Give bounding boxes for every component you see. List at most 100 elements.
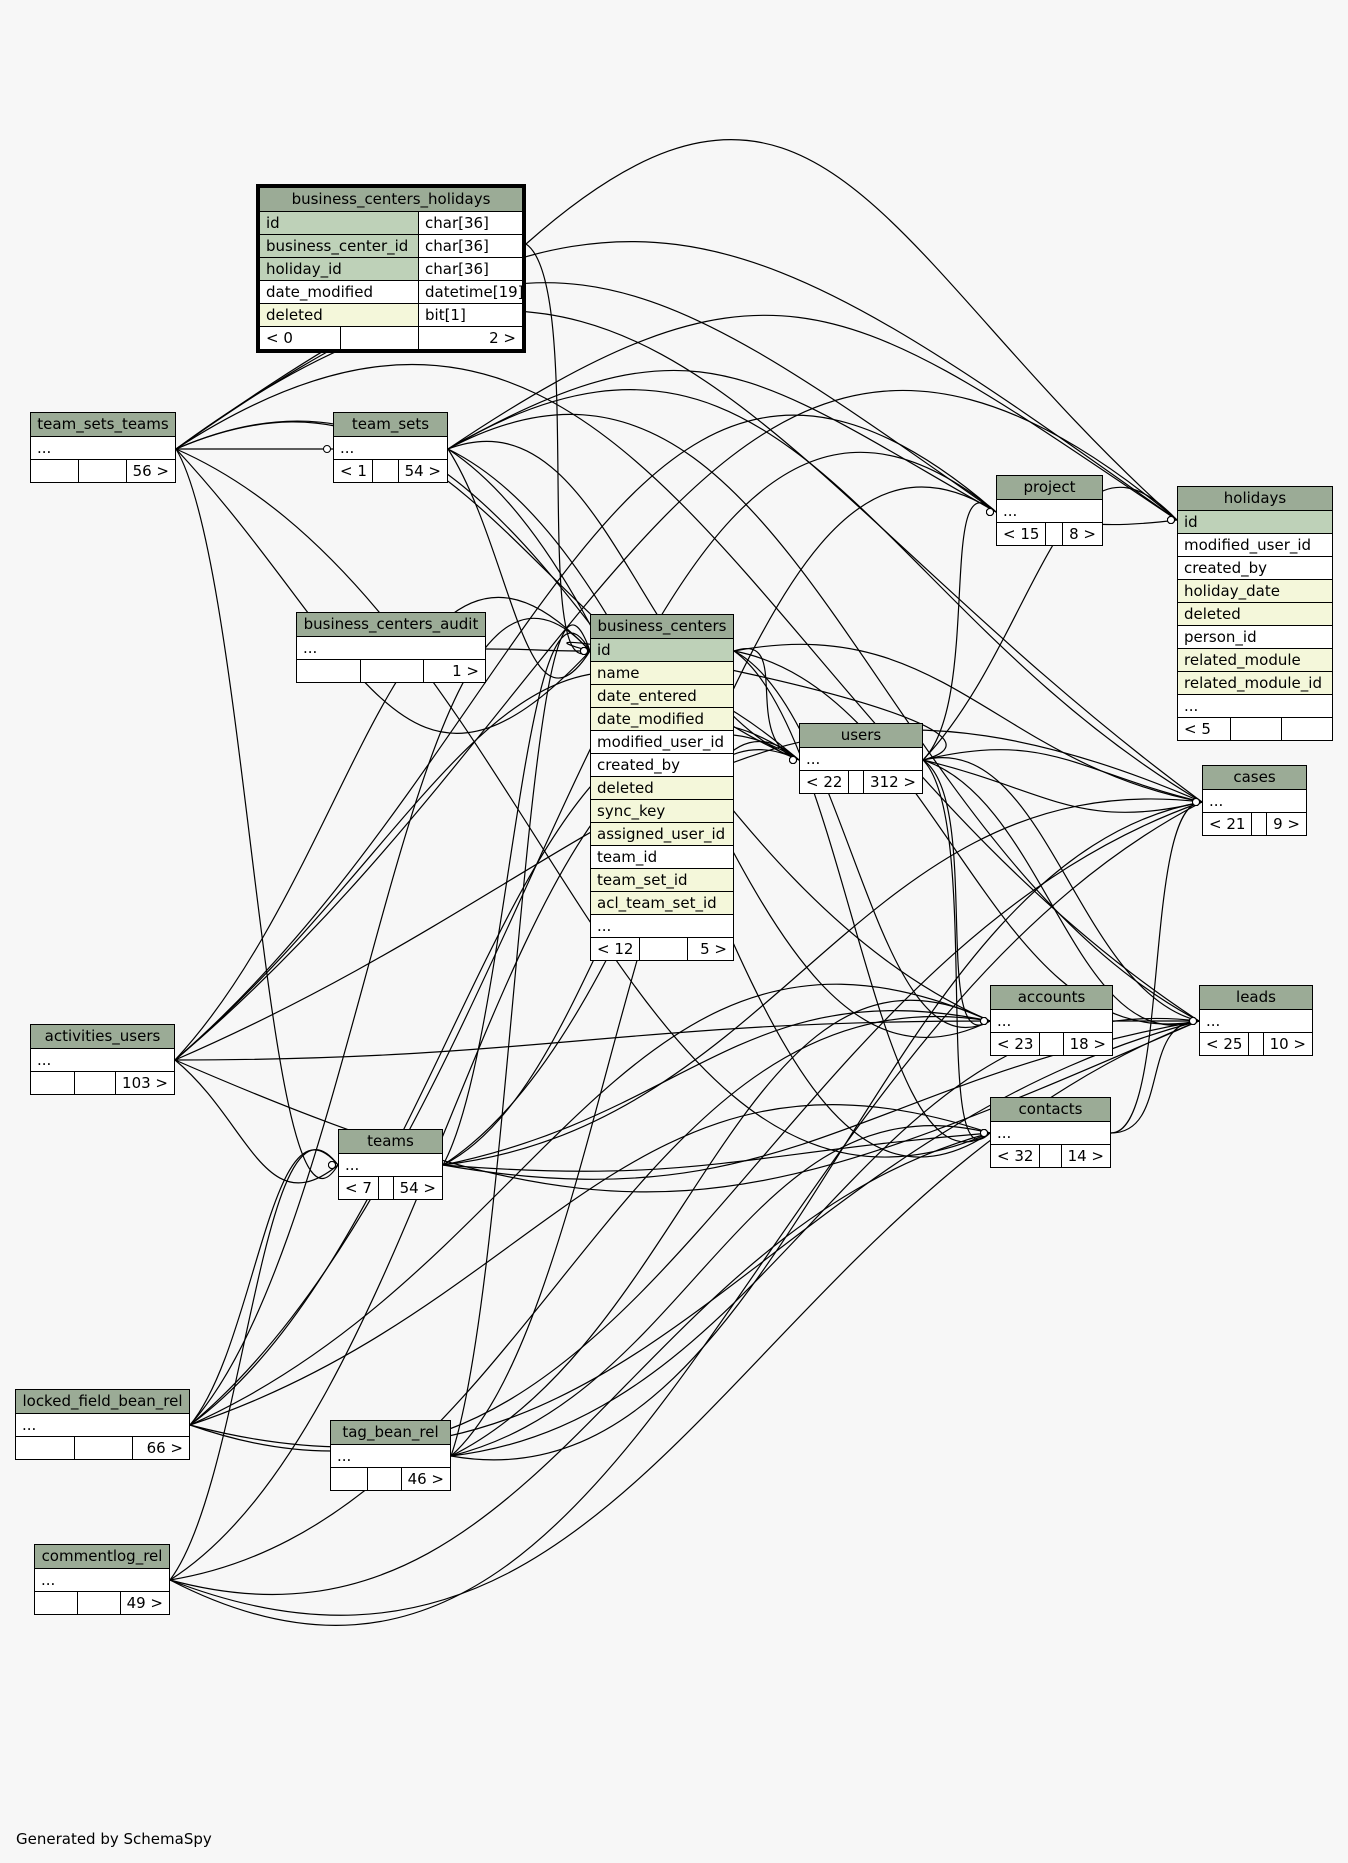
relationship-line bbox=[189, 617, 591, 1426]
column-row: acl_team_set_id bbox=[591, 892, 733, 915]
table-footer: < 12 5 > bbox=[591, 938, 733, 960]
table-title: team_sets bbox=[334, 413, 447, 437]
children-count[interactable]: 66 > bbox=[132, 1437, 189, 1459]
parents-count[interactable]: < 7 bbox=[345, 1179, 372, 1197]
parents-count[interactable]: < 32 bbox=[997, 1147, 1034, 1165]
parents-count[interactable] bbox=[331, 1468, 367, 1490]
table-footer: < 5 bbox=[1178, 718, 1332, 740]
children-count[interactable]: 46 > bbox=[400, 1468, 450, 1490]
parents-count[interactable] bbox=[31, 460, 78, 482]
relationship-line bbox=[450, 1125, 991, 1457]
more-columns: ... bbox=[800, 748, 922, 771]
table-footer: 46 > bbox=[331, 1468, 450, 1490]
table-footer: < 1 54 > bbox=[334, 460, 447, 482]
children-count[interactable]: 1 > bbox=[423, 660, 485, 682]
column-row: created_by bbox=[1178, 557, 1332, 580]
more-columns: ... bbox=[334, 437, 447, 460]
relationship-line bbox=[174, 414, 997, 1061]
relationship-line bbox=[525, 243, 591, 655]
table-title: business_centers_holidays bbox=[260, 188, 522, 212]
relationship-line bbox=[447, 440, 800, 761]
relationship-line bbox=[447, 369, 997, 513]
optional-marker bbox=[1167, 516, 1175, 524]
parents-count[interactable]: < 15 bbox=[1003, 525, 1040, 543]
column-name: deleted bbox=[266, 306, 323, 324]
relationship-line bbox=[169, 1149, 339, 1581]
table-team-sets-teams[interactable]: team_sets_teams ... 56 > bbox=[30, 412, 176, 483]
parents-count[interactable]: < 23 bbox=[997, 1035, 1034, 1053]
children-count[interactable] bbox=[1281, 718, 1332, 740]
children-count[interactable]: 54 > bbox=[392, 1177, 442, 1199]
more-columns: ... bbox=[331, 1445, 450, 1468]
table-users[interactable]: users ... < 22 312 > bbox=[799, 723, 923, 794]
children-count[interactable]: 5 > bbox=[687, 938, 733, 960]
relationship-line bbox=[169, 1132, 991, 1595]
parents-count[interactable]: < 0 bbox=[266, 329, 293, 347]
table-activities-users[interactable]: activities_users ... 103 > bbox=[30, 1024, 175, 1095]
relationship-line bbox=[733, 643, 1203, 803]
table-title: project bbox=[997, 476, 1102, 500]
parents-count[interactable]: < 21 bbox=[1209, 815, 1246, 833]
parents-count[interactable]: < 12 bbox=[597, 940, 634, 958]
children-count[interactable]: 54 > bbox=[397, 460, 447, 482]
children-count[interactable]: 8 > bbox=[1062, 523, 1102, 545]
column-row: date_modified bbox=[591, 708, 733, 731]
children-count[interactable]: 56 > bbox=[125, 460, 175, 482]
relationship-line bbox=[450, 624, 591, 1457]
table-holidays[interactable]: holidays id modified_user_id created_by … bbox=[1177, 486, 1333, 741]
relationship-line bbox=[450, 740, 800, 1457]
parents-count[interactable]: < 22 bbox=[806, 773, 843, 791]
children-count[interactable]: 9 > bbox=[1266, 813, 1306, 835]
parents-count[interactable]: < 1 bbox=[340, 462, 367, 480]
column-row: sync_key bbox=[591, 800, 733, 823]
column-type: char[36] bbox=[418, 212, 522, 234]
optional-marker bbox=[328, 1161, 336, 1169]
parents-count[interactable] bbox=[31, 1072, 74, 1094]
relationship-line bbox=[447, 413, 1200, 1022]
column-row: date_entered bbox=[591, 685, 733, 708]
children-count[interactable]: 10 > bbox=[1262, 1033, 1312, 1055]
table-title: business_centers bbox=[591, 615, 733, 639]
column-name: holiday_id bbox=[266, 260, 342, 278]
children-count[interactable]: 14 > bbox=[1060, 1145, 1110, 1167]
column-row: deleted bbox=[1178, 603, 1332, 626]
parents-count[interactable] bbox=[297, 660, 360, 682]
relationship-line bbox=[442, 1132, 991, 1172]
table-footer: < 15 8 > bbox=[997, 523, 1102, 545]
parents-count[interactable] bbox=[35, 1592, 77, 1614]
more-columns: ... bbox=[997, 500, 1102, 523]
relationship-line bbox=[169, 801, 1203, 1626]
column-row: team_id bbox=[591, 846, 733, 869]
table-business-centers[interactable]: business_centers id name date_entered da… bbox=[590, 614, 734, 961]
children-count[interactable]: 103 > bbox=[115, 1072, 174, 1094]
relationship-line bbox=[450, 801, 1203, 1461]
table-locked-field-bean-rel[interactable]: locked_field_bean_rel ... 66 > bbox=[15, 1389, 190, 1460]
optional-marker bbox=[980, 1129, 988, 1137]
optional-marker bbox=[789, 756, 797, 764]
column-row: holiday_date bbox=[1178, 580, 1332, 603]
children-count[interactable]: 2 > bbox=[418, 327, 522, 349]
table-title: users bbox=[800, 724, 922, 748]
table-commentlog-rel[interactable]: commentlog_rel ... 49 > bbox=[34, 1544, 170, 1615]
table-title: tag_bean_rel bbox=[331, 1421, 450, 1445]
table-project[interactable]: project ... < 15 8 > bbox=[996, 475, 1103, 546]
table-team-sets[interactable]: team_sets ... < 1 54 > bbox=[333, 412, 448, 483]
parents-count[interactable] bbox=[16, 1437, 74, 1459]
parents-count[interactable]: < 25 bbox=[1206, 1035, 1243, 1053]
children-count[interactable]: 18 > bbox=[1062, 1033, 1112, 1055]
parents-count[interactable]: < 5 bbox=[1184, 720, 1211, 738]
relationship-line bbox=[189, 983, 991, 1426]
children-count[interactable]: 312 > bbox=[863, 771, 922, 793]
relationship-line bbox=[922, 486, 1178, 761]
children-count[interactable]: 49 > bbox=[119, 1592, 169, 1614]
relationship-line bbox=[922, 759, 991, 1026]
table-business-centers-audit[interactable]: business_centers_audit ... 1 > bbox=[296, 612, 486, 683]
relationship-line bbox=[733, 650, 1200, 1025]
table-tag-bean-rel[interactable]: tag_bean_rel ... 46 > bbox=[330, 1420, 451, 1491]
